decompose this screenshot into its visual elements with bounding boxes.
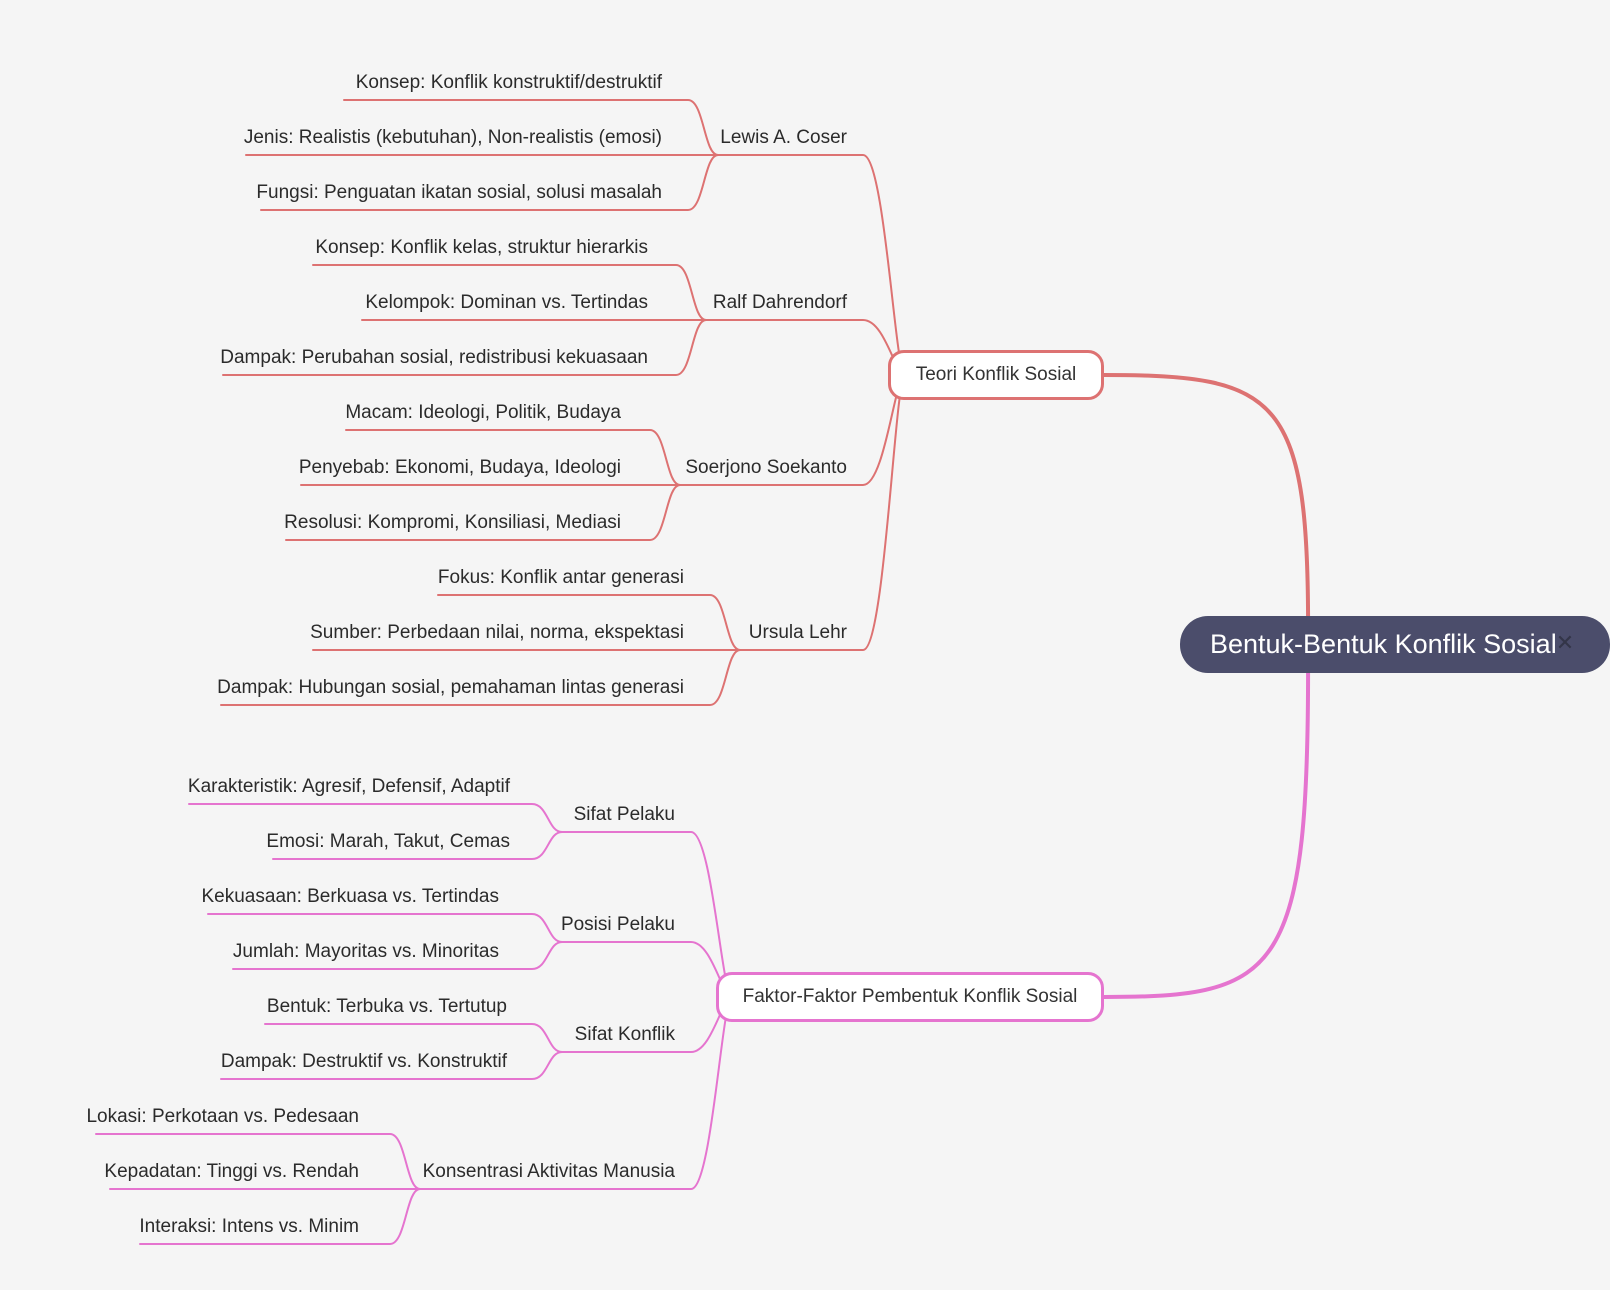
item-label[interactable]: Macam: Ideologi, Politik, Budaya	[345, 402, 621, 423]
topic-to-item-connector	[312, 264, 707, 321]
item-label[interactable]: Fokus: Konflik antar generasi	[437, 567, 684, 588]
branch-node[interactable]: Faktor-Faktor Pembentuk Konflik Sosial	[716, 972, 1104, 1022]
root-to-branch-connector	[1102, 373, 1311, 646]
topic-to-item-connector	[95, 1133, 421, 1190]
item-label[interactable]: Konsep: Konflik konstruktif/destruktif	[355, 72, 662, 93]
topic-to-item-connector	[264, 1023, 563, 1053]
root-to-branch-connector	[1102, 642, 1311, 999]
item-label[interactable]: Konsep: Konflik kelas, struktur hierarki…	[315, 237, 648, 258]
item-label[interactable]: Kekuasaan: Berkuasa vs. Tertindas	[201, 886, 500, 907]
topic-to-item-connector	[343, 99, 719, 156]
item-label[interactable]: Karakteristik: Agresif, Defensif, Adapti…	[187, 776, 510, 797]
item-label[interactable]: Jenis: Realistis (kebutuhan), Non-realis…	[243, 127, 662, 148]
root-title: Bentuk-Bentuk Konflik Sosial	[1210, 629, 1557, 659]
topic-to-item-connector	[260, 154, 719, 211]
branch-node[interactable]: Teori Konflik Sosial	[888, 350, 1104, 400]
topic-to-item-connector	[285, 484, 681, 541]
item-label[interactable]: Jumlah: Mayoritas vs. Minoritas	[232, 941, 499, 962]
topic-to-item-connector	[207, 913, 563, 943]
topic-to-item-connector	[188, 803, 563, 833]
topic-to-item-connector	[345, 429, 681, 486]
topic-label[interactable]: Sifat Pelaku	[573, 804, 675, 825]
topic-to-item-connector	[272, 831, 563, 860]
branch-to-topic-connector	[717, 154, 906, 376]
topic-to-item-connector	[437, 594, 741, 651]
topic-label[interactable]: Sifat Konflik	[574, 1024, 675, 1045]
item-label[interactable]: Dampak: Perubahan sosial, redistribusi k…	[220, 347, 648, 368]
item-label[interactable]: Kepadatan: Tinggi vs. Rendah	[104, 1161, 359, 1182]
topic-to-item-connector	[220, 649, 741, 706]
branch-label: Faktor-Faktor Pembentuk Konflik Sosial	[742, 986, 1078, 1007]
item-label[interactable]: Lokasi: Perkotaan vs. Pedesaan	[86, 1106, 359, 1127]
topic-to-item-connector	[222, 319, 707, 376]
item-label[interactable]: Emosi: Marah, Takut, Cemas	[266, 831, 510, 852]
topic-to-item-connector	[232, 941, 563, 970]
item-label[interactable]: Penyebab: Ekonomi, Budaya, Ideologi	[298, 457, 621, 478]
topic-label[interactable]: Ursula Lehr	[748, 622, 847, 643]
item-label[interactable]: Interaksi: Intens vs. Minim	[139, 1216, 359, 1237]
topic-label[interactable]: Soerjono Soekanto	[685, 457, 847, 478]
topic-label[interactable]: Ralf Dahrendorf	[712, 292, 847, 313]
item-label[interactable]: Kelompok: Dominan vs. Tertindas	[365, 292, 648, 313]
close-icon[interactable]: ✕	[1555, 630, 1575, 655]
item-label[interactable]: Bentuk: Terbuka vs. Tertutup	[266, 996, 507, 1017]
topic-to-item-connector	[139, 1188, 421, 1245]
item-label[interactable]: Fungsi: Penguatan ikatan sosial, solusi …	[256, 182, 662, 203]
branch-to-topic-connector	[739, 374, 906, 651]
item-label[interactable]: Dampak: Hubungan sosial, pemahaman linta…	[217, 677, 684, 698]
topic-label[interactable]: Posisi Pelaku	[560, 914, 675, 935]
root-node[interactable]: Bentuk-Bentuk Konflik Sosial	[1180, 616, 1610, 673]
topic-to-item-connector	[220, 1051, 563, 1080]
branch-label: Teori Konflik Sosial	[915, 364, 1077, 385]
topic-label[interactable]: Lewis A. Coser	[720, 127, 847, 148]
item-label[interactable]: Resolusi: Kompromi, Konsiliasi, Mediasi	[284, 512, 621, 533]
item-label[interactable]: Sumber: Perbedaan nilai, norma, ekspekta…	[310, 622, 684, 643]
item-label[interactable]: Dampak: Destruktif vs. Konstruktif	[220, 1051, 507, 1072]
branch-to-topic-connector	[705, 319, 906, 376]
topic-label[interactable]: Konsentrasi Aktivitas Manusia	[422, 1161, 675, 1182]
branch-to-topic-connector	[561, 941, 733, 998]
